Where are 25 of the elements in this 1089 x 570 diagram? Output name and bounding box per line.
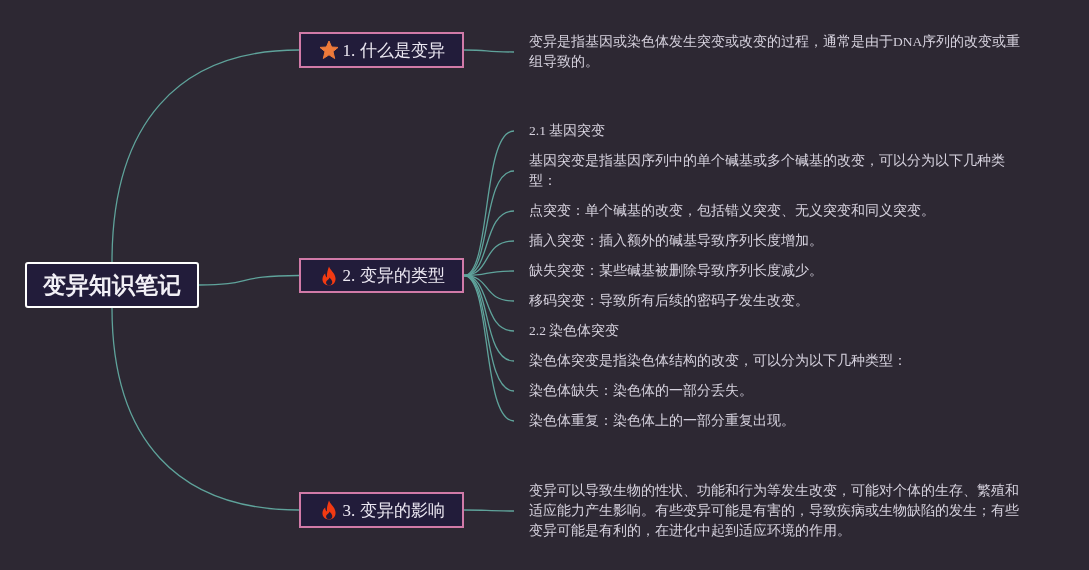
note-text: 移码突变：导致所有后续的密码子发生改变。 <box>514 291 1024 311</box>
branch-line <box>198 274 300 286</box>
topic-box <box>299 258 464 293</box>
topic-title: 3. 变异的影响 <box>342 499 445 522</box>
note-text: 2.2 染色体突变 <box>514 321 1024 341</box>
note-text: 染色体缺失：染色体的一部分丢失。 <box>514 381 1024 401</box>
branch-line <box>111 49 300 263</box>
central-topic-box: 变异知识笔记 <box>25 262 199 308</box>
topic-title: 1. 什么是变异 <box>342 39 445 62</box>
note-text: 2.1 基因突变 <box>514 121 1024 141</box>
branch-line <box>463 509 515 512</box>
topic-box <box>299 492 464 528</box>
note-text: 染色体突变是指染色体结构的改变，可以分为以下几种类型： <box>514 351 1024 371</box>
topic-box <box>299 32 464 68</box>
topic-title: 2. 变异的类型 <box>342 265 445 287</box>
note-text: 点突变：单个碱基的改变，包括错义突变、无义突变和同义突变。 <box>514 201 1024 221</box>
note-text: 变异可以导致生物的性状、功能和行为等发生改变，可能对个体的生存、繁殖和适应能力产生影响。有些变异可能是有害的，导致疾病或生物缺陷的发生；有些变异可能是有利的，在进化中起到适应环境的作用。 <box>514 481 1024 541</box>
note-text: 缺失突变：某些碱基被删除导致序列长度减少。 <box>514 261 1024 281</box>
branch-line <box>463 210 515 277</box>
note-text: 染色体重复：染色体上的一部分重复出现。 <box>514 411 1024 431</box>
branch-line <box>463 49 515 53</box>
note-text: 基因突变是指基因序列中的单个碱基或多个碱基的改变，可以分为以下几种类型： <box>514 151 1024 191</box>
note-text: 变异是指基因或染色体发生突变或改变的过程，通常是由于DNA序列的改变或重组导致的。 <box>514 32 1024 72</box>
note-text: 插入突变：插入额外的碱基导致序列长度增加。 <box>514 231 1024 251</box>
branch-line <box>111 307 300 511</box>
